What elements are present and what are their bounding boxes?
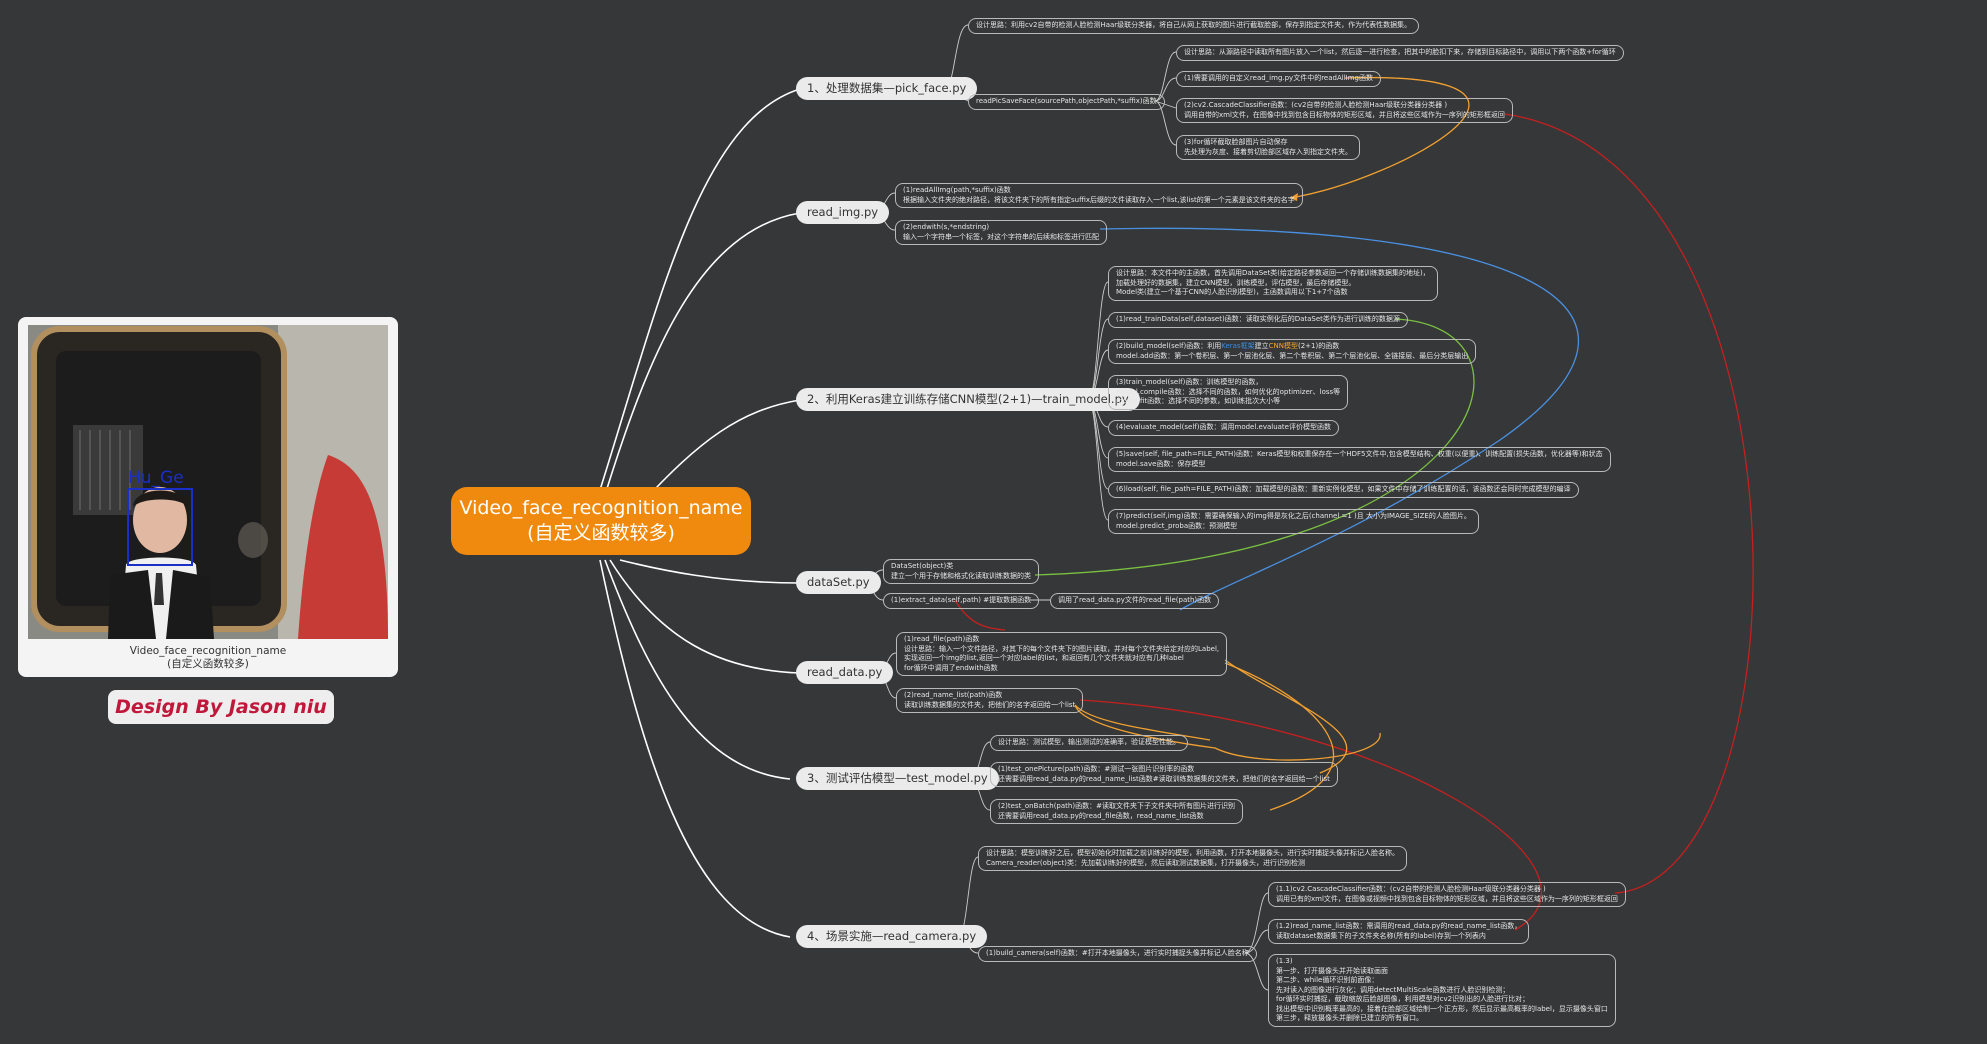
branch-train-model[interactable]: 2、利用Keras建立训练存储CNN模型(2+1)—train_model.py — [796, 388, 1140, 411]
relation-blue-1 — [1099, 227, 1580, 611]
branch-read-img[interactable]: read_img.py — [796, 201, 890, 224]
build-model-text-post: (2+1)的函数 model.add函数：第一个卷积层、第一个层池化层、第二个卷… — [1116, 342, 1469, 360]
relation-orange-3 — [1224, 662, 1335, 811]
link-root-readdata — [609, 559, 801, 674]
build-model-text-mid: 建立 — [1254, 342, 1269, 350]
branch-test-model[interactable]: 3、测试评估模型—test_model.py — [796, 767, 999, 790]
face-detection-label: Hu_Ge — [128, 468, 184, 488]
read-data-read-name-list-node[interactable]: (2)read_name_list(path)函数 读取训练数据集的文件夹，把他… — [896, 688, 1084, 713]
preview-caption-line2: (自定义函数较多) — [167, 658, 249, 670]
author-signature: Design By Jason niu — [108, 690, 334, 724]
relation-orange-5 — [1074, 704, 1211, 741]
pick-face-sub-readallimg[interactable]: (1)需要调用的自定义read_img.py文件中的readAllImg函数 — [1176, 71, 1381, 87]
dataset-extract-detail-node[interactable]: 调用了read_data.py文件的read_file(path)函数 — [1050, 593, 1220, 609]
link-root-trainmodel — [639, 399, 801, 506]
train-model-save-node[interactable]: (5)save(self, file_path=FILE_PATH)函数：Ker… — [1108, 447, 1611, 472]
train-model-evaluate-node[interactable]: (4)evaluate_model(self)函数：调用model.evalua… — [1108, 420, 1339, 436]
branch-read-data[interactable]: read_data.py — [796, 661, 894, 684]
test-model-on-batch-node[interactable]: (2)test_onBatch(path)函数：#读取文件夹下子文件夹中所有图片… — [990, 799, 1243, 824]
relation-orange-1 — [1289, 76, 1470, 199]
read-img-endwith-node[interactable]: (2)endwith(s,*endstring) 输入一个字符串一个标签，对这个… — [895, 220, 1107, 245]
build-model-text-pre: (2)build_model(self)函数：利用 — [1116, 342, 1222, 350]
root-topic[interactable]: Video_face_recognition_name (自定义函数较多) — [451, 487, 751, 555]
pick-face-sub-forloop[interactable]: (3)for循环截取脸部图片自动保存 先处理为灰度、接着剪切脸部区域存入到指定文… — [1176, 135, 1360, 160]
arrowhead-orange — [1290, 193, 1298, 201]
root-topic-subtitle: (自定义函数较多) — [527, 522, 675, 544]
camera-screenshot: Hu_Ge — [28, 325, 388, 639]
read-camera-design-node[interactable]: 设计思路：模型训练好之后，模型初始化时加载之前训练好的模型，利用函数，打开本地摄… — [978, 846, 1407, 871]
build-model-cnn-highlight: CNN模型 — [1268, 342, 1298, 350]
link-rc-13 — [1244, 952, 1269, 991]
read-img-readallimg-node[interactable]: (1)readAllImg(path,*suffix)函数 根据输入文件夹的绝对… — [895, 183, 1303, 208]
test-model-one-picture-node[interactable]: (1)test_onePicture(path)函数：#测试一张图片识别率的函数… — [990, 762, 1338, 787]
preview-image-card: Hu_Ge Video_face_recognition_name (自定义函数… — [18, 317, 398, 677]
link-rc-11 — [1244, 892, 1269, 954]
link-root-readimg — [604, 212, 801, 496]
relation-red-3 — [1079, 699, 1542, 931]
read-camera-build-camera-node[interactable]: (1)build_camera(self)函数：#打开本地摄像头，进行实时捕捉头… — [978, 946, 1257, 962]
link-root-testmodel — [604, 559, 791, 780]
link-root-pickface — [599, 88, 801, 491]
train-model-build-model-node[interactable]: (2)build_model(self)函数：利用Keras框架建立CNN模型(… — [1108, 339, 1477, 364]
pick-face-sub-design[interactable]: 设计思路：从源路径中读取所有图片放入一个list，然后逐一进行检查，把其中的脸扣… — [1176, 45, 1624, 61]
link-root-readcamera — [599, 559, 791, 938]
face-detection-box — [127, 488, 193, 566]
pick-face-function-node[interactable]: readPicSaveFace(sourcePath,objectPath,*s… — [968, 94, 1165, 110]
train-model-train-node[interactable]: (3)train_model(self)函数：训练模型的函数， model.co… — [1108, 375, 1349, 410]
root-topic-title: Video_face_recognition_name — [459, 497, 743, 519]
train-model-load-node[interactable]: (6)load(self, file_path=FILE_PATH)函数：加载模… — [1108, 482, 1579, 498]
link-tm-design — [1087, 281, 1109, 401]
link-rc-12 — [1244, 929, 1269, 954]
pick-face-design-node[interactable]: 设计思路：利用cv2自带的检测人脸检测Haar级联分类器，将自己从网上获取的图片… — [968, 18, 1420, 34]
train-model-design-node[interactable]: 设计思路：本文件中的主函数，首先调用DataSet类(给定路径参数返回一个存储训… — [1108, 266, 1438, 301]
test-model-design-node[interactable]: 设计思路：测试模型，输出测试的准确率，验证模型性能。 — [990, 735, 1188, 751]
read-camera-name-list-node[interactable]: (1.2)read_name_list函数：需调用的read_data.py的r… — [1268, 919, 1530, 944]
preview-caption: Video_face_recognition_name (自定义函数较多) — [18, 645, 398, 671]
relation-red-1 — [1504, 113, 1754, 894]
dataset-extract-node[interactable]: (1)extract_data(self,path) #提取数据函数 — [883, 593, 1040, 609]
branch-dataset[interactable]: dataSet.py — [796, 571, 881, 594]
link-tm-7 — [1087, 399, 1109, 521]
branch-read-camera[interactable]: 4、场景实施—read_camera.py — [796, 925, 988, 948]
read-data-read-file-node[interactable]: (1)read_file(path)函数 设计思路：输入一个文件路径，对其下的每… — [896, 632, 1228, 676]
read-camera-cascade-node[interactable]: (1.1)cv2.CascadeClassifier函数：(cv2自带的检测人脸… — [1268, 882, 1626, 907]
build-model-keras-highlight: Keras框架 — [1221, 342, 1255, 350]
relation-red-2 — [954, 599, 1006, 631]
train-model-predict-node[interactable]: (7)predict(self,img)函数：需要确保输入的img得是灰化之后(… — [1108, 509, 1479, 534]
link-root-dataset — [619, 559, 801, 584]
relation-orange-4 — [1074, 704, 1381, 761]
camera-scene: Hu_Ge — [28, 325, 388, 639]
train-model-read-traindata-node[interactable]: (1)read_trainData(self,dataset)函数：读取实例化后… — [1108, 312, 1408, 328]
dataset-class-node[interactable]: DataSet(object)类 建立一个用于存储和格式化读取训练数据的类 — [883, 559, 1039, 584]
relation-green-1 — [1034, 318, 1475, 576]
branch-pick-face[interactable]: 1、处理数据集—pick_face.py — [796, 77, 978, 100]
relation-orange-2 — [1224, 659, 1348, 774]
pick-face-sub-cascade[interactable]: (2)cv2.CascadeClassifier函数：(cv2自带的检测人脸检测… — [1176, 98, 1513, 123]
read-camera-steps-node[interactable]: (1.3) 第一步、打开摄像头并开始读取画面 第二步、while循环识别前面像：… — [1268, 954, 1616, 1027]
preview-caption-line1: Video_face_recognition_name — [129, 645, 287, 657]
